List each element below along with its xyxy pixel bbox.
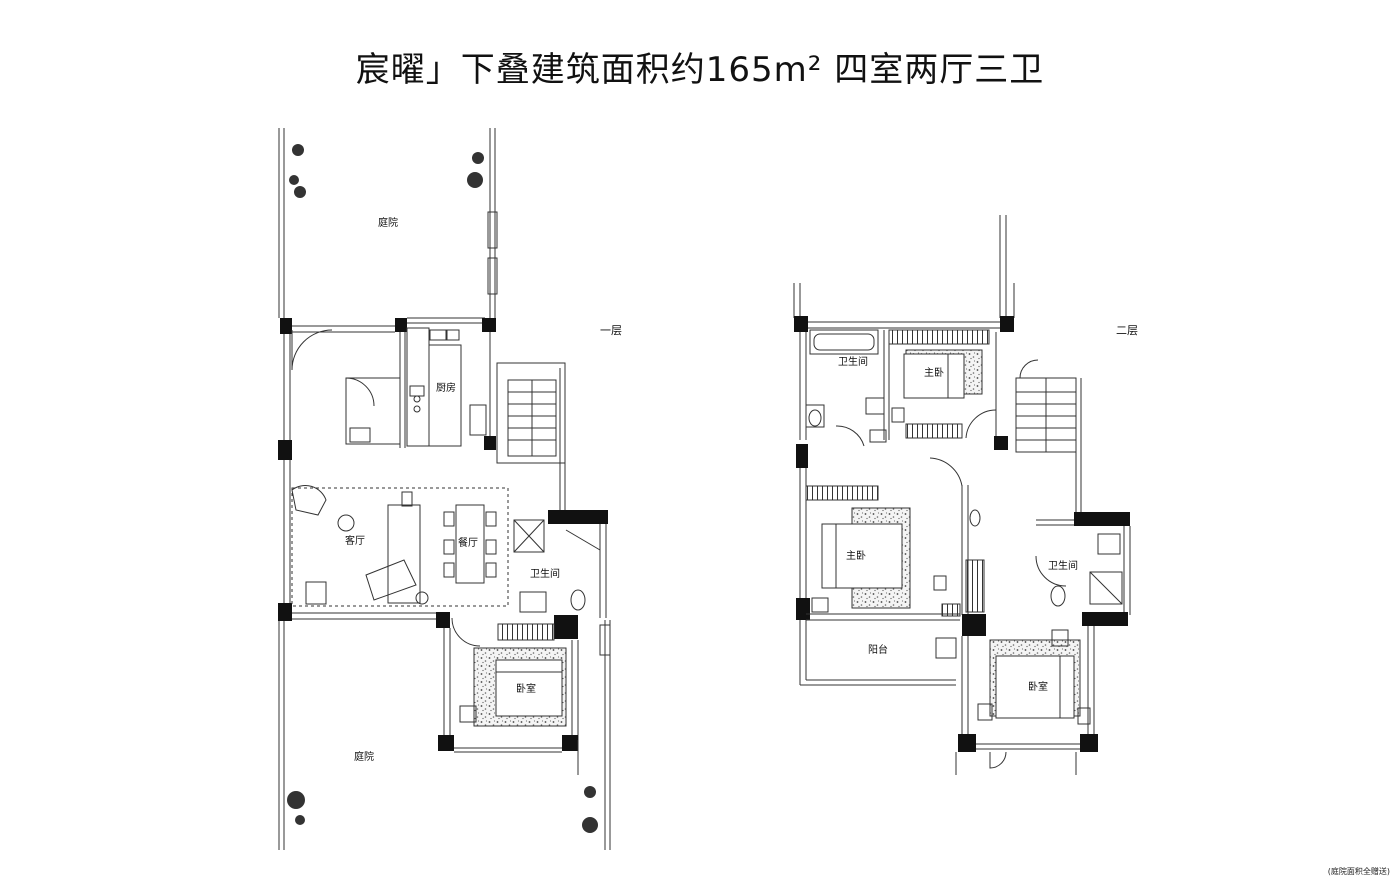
room-label-courtyard-north: 庭院 — [378, 216, 398, 229]
room-label-courtyard-south: 庭院 — [354, 750, 374, 763]
floor1-plan — [278, 128, 611, 850]
floor2-level-label: 二层 — [1116, 324, 1138, 337]
room-label-master-top: 主卧 — [924, 366, 944, 379]
room-label-bedroom-1f: 卧室 — [516, 682, 536, 695]
room-label-dining: 餐厅 — [458, 536, 478, 549]
floor1-level-label: 一层 — [600, 324, 622, 337]
room-label-living: 客厅 — [345, 534, 365, 547]
room-label-kitchen: 厨房 — [436, 381, 456, 394]
room-label-balcony: 阳台 — [868, 643, 888, 656]
page-title: 宸曜」下叠建筑面积约165m² 四室两厅三卫 — [355, 50, 1045, 90]
room-label-master-main: 主卧 — [846, 549, 866, 562]
room-label-bedroom-2f: 卧室 — [1028, 680, 1048, 693]
room-label-bathroom-right: 卫生间 — [1048, 559, 1078, 572]
floor2-plan — [793, 215, 1131, 775]
room-label-bathroom-top: 卫生间 — [838, 355, 868, 368]
room-label-bathroom-1f: 卫生间 — [530, 567, 560, 580]
floor1-trees — [287, 144, 598, 833]
footnote: (庭院面积全赠送) — [1327, 867, 1390, 876]
